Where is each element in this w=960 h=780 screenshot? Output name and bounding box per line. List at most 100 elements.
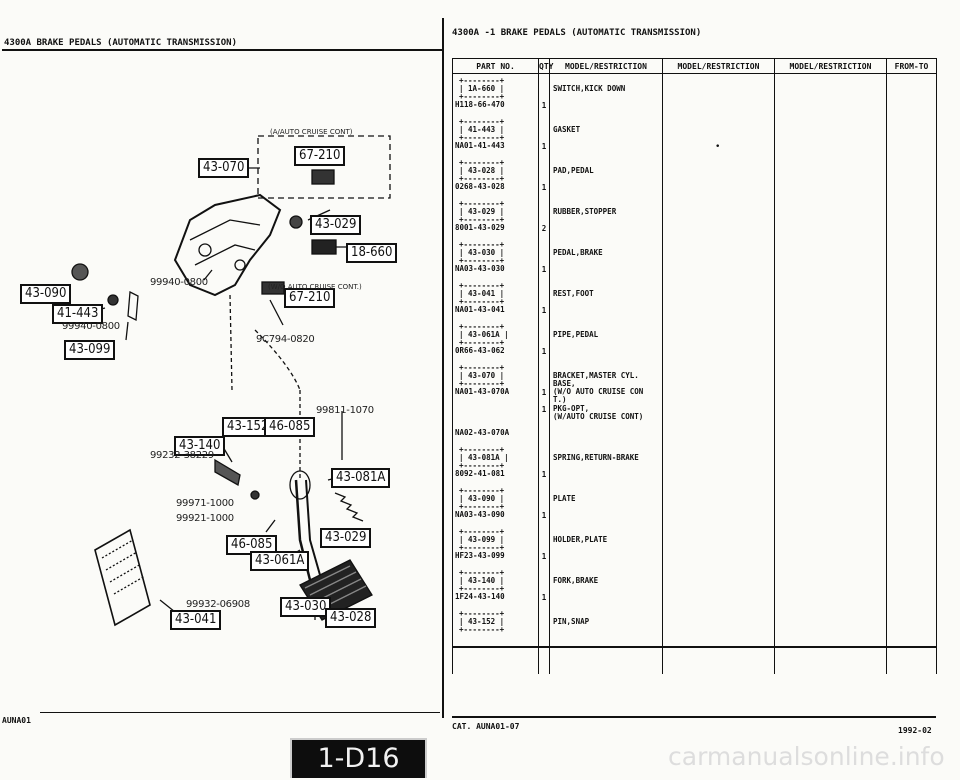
- part-description: PAD,PEDAL: [553, 166, 594, 175]
- ref-box-border: +--------+: [459, 584, 505, 593]
- part-number: H118-66-470: [455, 100, 505, 109]
- table-bottom-divider: [452, 646, 936, 648]
- part-number: 8001-43-029: [455, 223, 505, 232]
- foot-rest: [94, 528, 151, 627]
- bracket-shape: [173, 193, 282, 297]
- callout-43-140: 43-140: [174, 436, 226, 456]
- callout-67-210-lower: 67-210: [284, 288, 336, 308]
- ref-number: | 1A-660 |: [459, 84, 505, 93]
- part-number-label: 9C794-0820: [256, 334, 315, 345]
- part-description: SPRING,RETURN-BRAKE: [553, 453, 639, 462]
- part-description: PIPE,PEDAL: [553, 330, 599, 339]
- part-entry: +--------+| 43-140 |+--------+1F24-43-14…: [453, 566, 538, 607]
- callout-43-099: 43-099: [64, 340, 116, 360]
- part-number-label: 99932-06908: [186, 599, 250, 610]
- callout-43-041: 43-041: [170, 610, 222, 630]
- bracket-hole: [198, 243, 212, 257]
- part-description: SWITCH,KICK DOWN: [553, 84, 626, 93]
- stray-mark: •: [715, 142, 721, 152]
- part-description: REST,FOOT: [553, 289, 594, 298]
- part-entry: +--------+| 41-443 |+--------+NA01-41-44…: [453, 115, 538, 156]
- callout-43-061a: 43-061A: [250, 551, 310, 571]
- ref-box-border: +--------+: [459, 133, 505, 142]
- part-number-label: 99940-0800: [62, 321, 120, 332]
- watermark-text: carmanualsonline.info: [668, 742, 945, 771]
- part-number: 0268-43-028: [455, 182, 505, 191]
- ref-number: | 43-081A |: [459, 453, 509, 462]
- ref-box-border: +--------+: [459, 240, 505, 249]
- part-entry: +--------+| 43-090 |+--------+NA03-43-09…: [453, 484, 538, 525]
- ref-box-border: +--------+: [459, 117, 505, 126]
- part-entry: +--------+| 43-099 |+--------+HF23-43-09…: [453, 525, 538, 566]
- part-description: PIN,SNAP: [553, 617, 590, 626]
- brake-fork: [214, 458, 241, 487]
- ref-box-border: +--------+: [459, 256, 505, 265]
- quantity: 2: [541, 224, 547, 233]
- ref-box-border: +--------+: [459, 215, 505, 224]
- part-description: PLATE: [553, 494, 576, 503]
- bracket-hole: [234, 259, 246, 271]
- cruise-option-box: [257, 135, 391, 199]
- left-page-header: 4300A BRAKE PEDALS (AUTOMATIC TRANSMISSI…: [4, 38, 237, 48]
- table-body-row: +--------+ | 1A-660 | +--------+ H118-66-47…: [452, 73, 937, 674]
- part-number: NA01-43-041: [455, 305, 505, 314]
- ref-box-border: +--------+: [459, 363, 505, 372]
- pedal-pivot: [289, 470, 311, 500]
- snap-pin: [250, 490, 260, 500]
- callout-43-152: 43-152: [222, 417, 274, 437]
- callout-43-030: 43-030: [280, 597, 332, 617]
- ref-box-border: +--------+: [459, 297, 505, 306]
- no-cruise-note: (W/O AUTO CRUISE CONT.): [268, 283, 362, 291]
- ref-box-border: +--------+: [459, 527, 505, 536]
- ref-box-border: +--------+: [459, 379, 505, 388]
- return-spring: [334, 492, 364, 522]
- ref-number: | 43-041 |: [459, 289, 505, 298]
- gasket-part: [127, 290, 139, 322]
- part-entry: +--------+| 43-061A |+--------+0R66-43-0…: [453, 320, 538, 361]
- part-description: GASKET: [553, 125, 581, 134]
- ref-box-border: +--------+: [459, 281, 505, 290]
- part-number: HF23-43-099: [455, 551, 505, 560]
- ref-number: | 41-443 |: [459, 125, 505, 134]
- col-qty: QTY: [538, 58, 553, 74]
- ref-box-border: +--------+: [459, 568, 505, 577]
- callout-43-029-lower: 43-029: [320, 528, 372, 548]
- ref-box-border: +--------+: [459, 502, 505, 511]
- catalog-date: 1992-02: [898, 726, 932, 735]
- model-column-3: [774, 73, 887, 674]
- col-model-3: MODEL/RESTRICTION: [774, 58, 887, 74]
- part-entry: +--------+| 43-152 |+--------+: [453, 607, 538, 648]
- holder-part: [107, 294, 119, 306]
- ref-number: | 43-090 |: [459, 494, 505, 503]
- part-description: BRACKET,MASTER CYL. BASE, (W/O AUTO CRUI…: [553, 371, 644, 404]
- col-part-no: PART NO.: [452, 58, 539, 74]
- callout-41-443: 41-443: [52, 304, 104, 324]
- part-entry: +--------+| 1A-660 |+--------+H118-66-47…: [453, 74, 538, 115]
- parts-table: PART NO. QTY MODEL/RESTRICTION MODEL/RES…: [452, 58, 937, 674]
- part-description: PEDAL,BRAKE: [553, 248, 603, 257]
- ref-box-border: +--------+: [459, 174, 505, 183]
- callout-43-070: 43-070: [198, 158, 250, 178]
- left-header-rule: [2, 49, 442, 51]
- part-number: 8092-41-081: [455, 469, 505, 478]
- right-page-header: 4300A -1 BRAKE PEDALS (AUTOMATIC TRANSMI…: [452, 28, 702, 38]
- ref-number: | 43-028 |: [459, 166, 505, 175]
- ref-box-border: +--------+: [459, 158, 505, 167]
- cruise-note: (A/AUTO CRUISE CONT): [270, 128, 353, 136]
- callout-43-029: 43-029: [310, 215, 362, 235]
- ref-box-border: +--------+: [459, 625, 505, 634]
- catalog-number: CAT. AUNA01-07: [452, 722, 520, 731]
- part-number: NA03-43-090: [455, 510, 505, 519]
- ref-box-border: +--------+: [459, 445, 505, 454]
- quantity: 1: [541, 142, 547, 151]
- ref-number: | 43-099 |: [459, 535, 505, 544]
- part-description: FORK,BRAKE: [553, 576, 599, 585]
- ref-box-border: +--------+: [459, 609, 505, 618]
- part-number: NA01-41-443: [455, 141, 505, 150]
- part-number: NA01-43-070A: [455, 387, 510, 396]
- left-footer-rule: [40, 712, 440, 713]
- callout-18-660: 18-660: [346, 243, 398, 263]
- part-description: PKG-OPT, (W/AUTO CRUISE CONT): [553, 404, 644, 421]
- bracket-ribs: [189, 219, 261, 266]
